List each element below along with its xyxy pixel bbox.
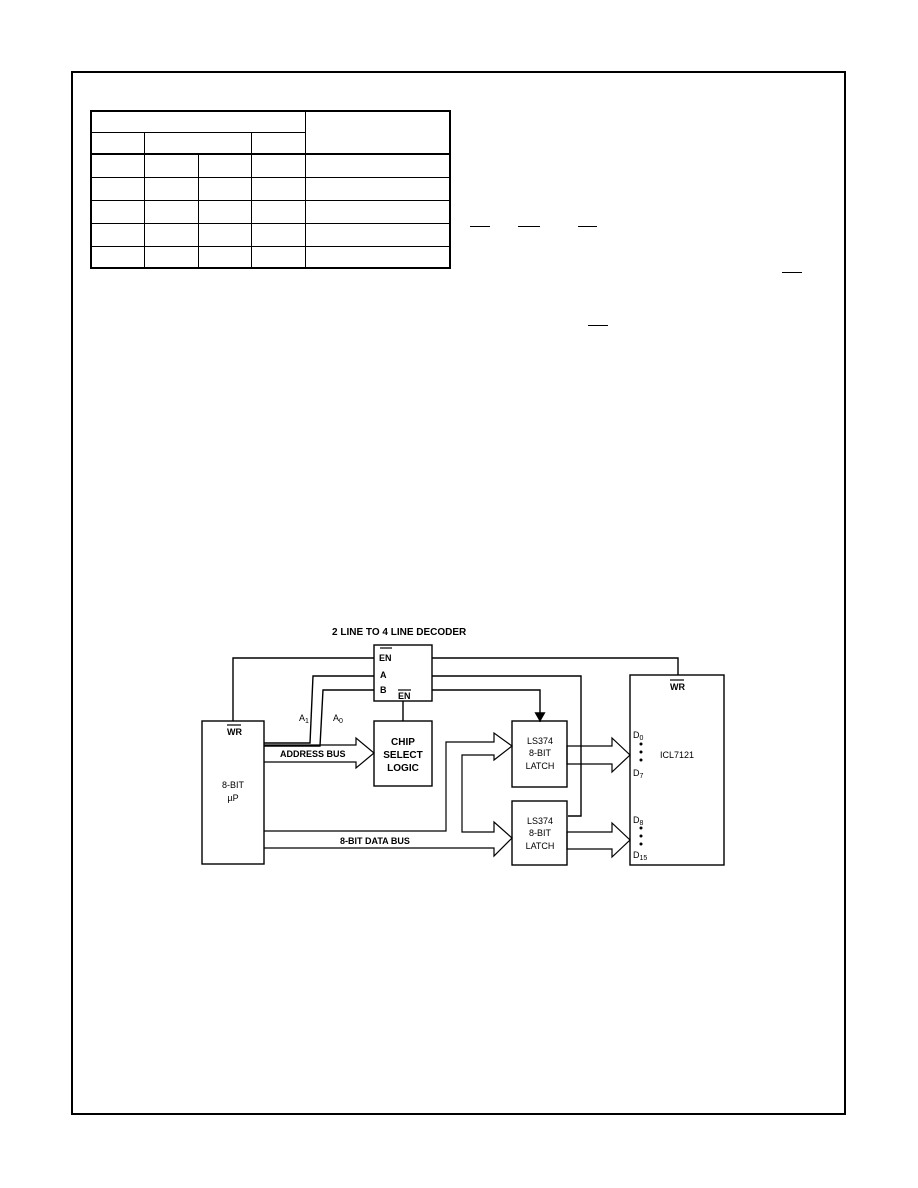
latch-bottom-line2: 8-BIT	[529, 828, 552, 838]
dac-box	[629, 674, 725, 866]
d0-d7-dot	[639, 742, 643, 746]
table-row-line	[90, 223, 451, 224]
d0-d7-dot	[639, 758, 643, 762]
decoder-pin-a: A	[380, 670, 387, 680]
d8-d15-dot	[639, 826, 643, 830]
d8-d15-dot	[639, 834, 643, 838]
overline-mark	[782, 272, 802, 273]
chip-select-line2: SELECT	[383, 750, 422, 761]
d8-d15-dot	[639, 842, 643, 846]
up-label-line2: µP	[227, 793, 238, 803]
overline-mark	[588, 325, 608, 326]
latch-bottom-line1: LS374	[527, 816, 553, 826]
decoder-pin-en-in: EN	[379, 653, 392, 663]
latch-top-line1: LS374	[527, 736, 553, 746]
latch-top-line3: LATCH	[526, 761, 555, 771]
address-line-a1-wire	[264, 675, 374, 744]
table-row-line	[90, 246, 451, 247]
d0-d7-dot	[639, 750, 643, 754]
address-a0-label: A0	[333, 713, 343, 725]
up-label-line1: 8-BIT	[222, 780, 245, 790]
overline-mark	[578, 226, 597, 227]
table-outline	[90, 110, 451, 269]
address-line-a0-wire	[264, 689, 374, 747]
page-frame	[71, 71, 846, 1115]
address-bus-label: ADDRESS BUS	[280, 749, 346, 759]
chip-select-line1: CHIP	[391, 737, 415, 748]
latch-top-output-arrow	[566, 736, 631, 774]
latch-bottom-line3: LATCH	[526, 841, 555, 851]
dac-pin-d15: D15	[633, 850, 647, 862]
table-row-line	[90, 177, 451, 178]
table-col-line	[198, 155, 199, 269]
dac-pin-wr: WR	[670, 682, 685, 692]
decoder-title: 2 LINE TO 4 LINE DECODER	[332, 627, 467, 638]
up-pin-wr: WR	[227, 727, 242, 737]
dac-pin-d8: D8	[633, 815, 644, 827]
decoder-to-dac-wr-wire	[432, 657, 679, 675]
overline-mark	[518, 226, 540, 227]
data-bus-label: 8-BIT DATA BUS	[340, 836, 410, 846]
dac-pin-d7: D7	[633, 768, 644, 780]
dac-name: ICL7121	[660, 750, 694, 760]
table-col-line	[305, 110, 306, 269]
address-bus-arrow	[264, 736, 375, 770]
overline-mark	[470, 226, 490, 227]
data-bus-arrow	[264, 731, 514, 858]
decoder-pin-b: B	[380, 685, 387, 695]
address-a1-label: A1	[299, 713, 309, 725]
decoder-to-latch-top-wire	[432, 689, 546, 722]
wr-wire	[232, 657, 374, 721]
decoder-pin-en-out: EN	[398, 691, 411, 701]
chip-select-line3: LOGIC	[387, 763, 419, 774]
table-header-group-line	[90, 132, 306, 133]
table-header-divider	[90, 153, 451, 155]
decoder-to-latch-bottom-wire	[432, 675, 582, 817]
latch-bottom-output-arrow	[566, 821, 631, 859]
table-row-line	[90, 200, 451, 201]
dac-pin-d0: D0	[633, 730, 644, 742]
latch-top-line2: 8-BIT	[529, 748, 552, 758]
